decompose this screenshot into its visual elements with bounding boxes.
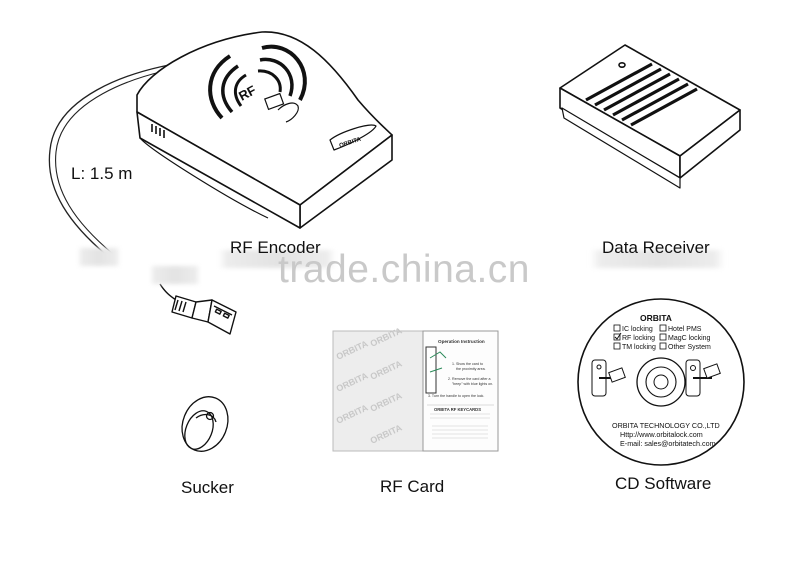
checkbox-rf-locking [613, 333, 621, 341]
cd-disc [577, 298, 745, 466]
card-instructions: Operation Instruction 1. Show the card t… [428, 339, 493, 412]
rf-card-label: RF Card [380, 477, 445, 496]
card-step-1b: the proximity area. [456, 367, 486, 371]
cd-option-5: TM locking [622, 344, 656, 351]
cd-email: E-mail: sales@orbitatech.com [620, 439, 716, 448]
rf-card-back [422, 330, 499, 452]
checkbox-magc-locking [659, 333, 667, 341]
card-step-1: 1. Show the card to [452, 362, 483, 366]
blur-band [78, 248, 120, 266]
checkbox-other-system [659, 342, 667, 350]
cd-website: Http://www.orbitalock.com [620, 430, 703, 439]
sucker-icon [181, 396, 229, 452]
watermark: trade.china.cn [278, 248, 530, 291]
data-receiver-device [559, 44, 741, 189]
sucker-label: Sucker [181, 478, 234, 497]
card-instruction-title: Operation Instruction [438, 339, 485, 344]
checkbox-ic-locking [613, 324, 621, 332]
cd-lock-icon-right [685, 359, 721, 397]
blur-band [218, 250, 336, 268]
rf-wave-icon [208, 44, 307, 120]
cd-options: IC locking Hotel PMS RF locking MagC loc… [613, 324, 711, 351]
cd-company-info: ORBITA TECHNOLOGY CO.,LTD Http://www.orb… [612, 421, 720, 448]
cd-option-1: IC locking [622, 326, 653, 333]
rf-encoder-device [48, 31, 393, 259]
cd-title-text: ORBITA [640, 313, 672, 323]
usb-plug [159, 283, 237, 335]
cd-lock-icon-left [591, 359, 626, 397]
checkmark-icon [614, 332, 622, 340]
cd-option-4: MagC locking [668, 335, 711, 342]
card-step-2b: "beep" with blue lights on. [452, 382, 493, 386]
data-receiver-label: Data Receiver [602, 238, 710, 257]
cd-option-2: Hotel PMS [668, 326, 702, 333]
card-step-3: 3. Turn the handle to open the lock. [428, 394, 484, 398]
card-step-2: 2. Remove the card after a [448, 377, 491, 381]
cd-title: ORBITA [640, 313, 672, 323]
cd-software-label: CD Software [615, 474, 712, 493]
blur-band [590, 250, 725, 268]
checkbox-tm-locking [613, 342, 621, 350]
rf-text: RF [236, 82, 258, 103]
card-hand-icon [264, 92, 299, 123]
rf-encoder-label: RF Encoder [230, 238, 321, 257]
card-keycards-title: ORBITA RF KEYCARDS [434, 407, 481, 412]
blur-band [150, 266, 200, 284]
cable-length-label: L: 1.5 m [71, 164, 133, 183]
cd-option-3: RF locking [622, 335, 655, 342]
receiver-stripes [585, 62, 698, 127]
encoder-cable [48, 59, 201, 259]
checkbox-hotel-pms [659, 324, 667, 332]
cd-option-6: Other System [668, 344, 711, 351]
cd-company: ORBITA TECHNOLOGY CO.,LTD [612, 421, 720, 430]
